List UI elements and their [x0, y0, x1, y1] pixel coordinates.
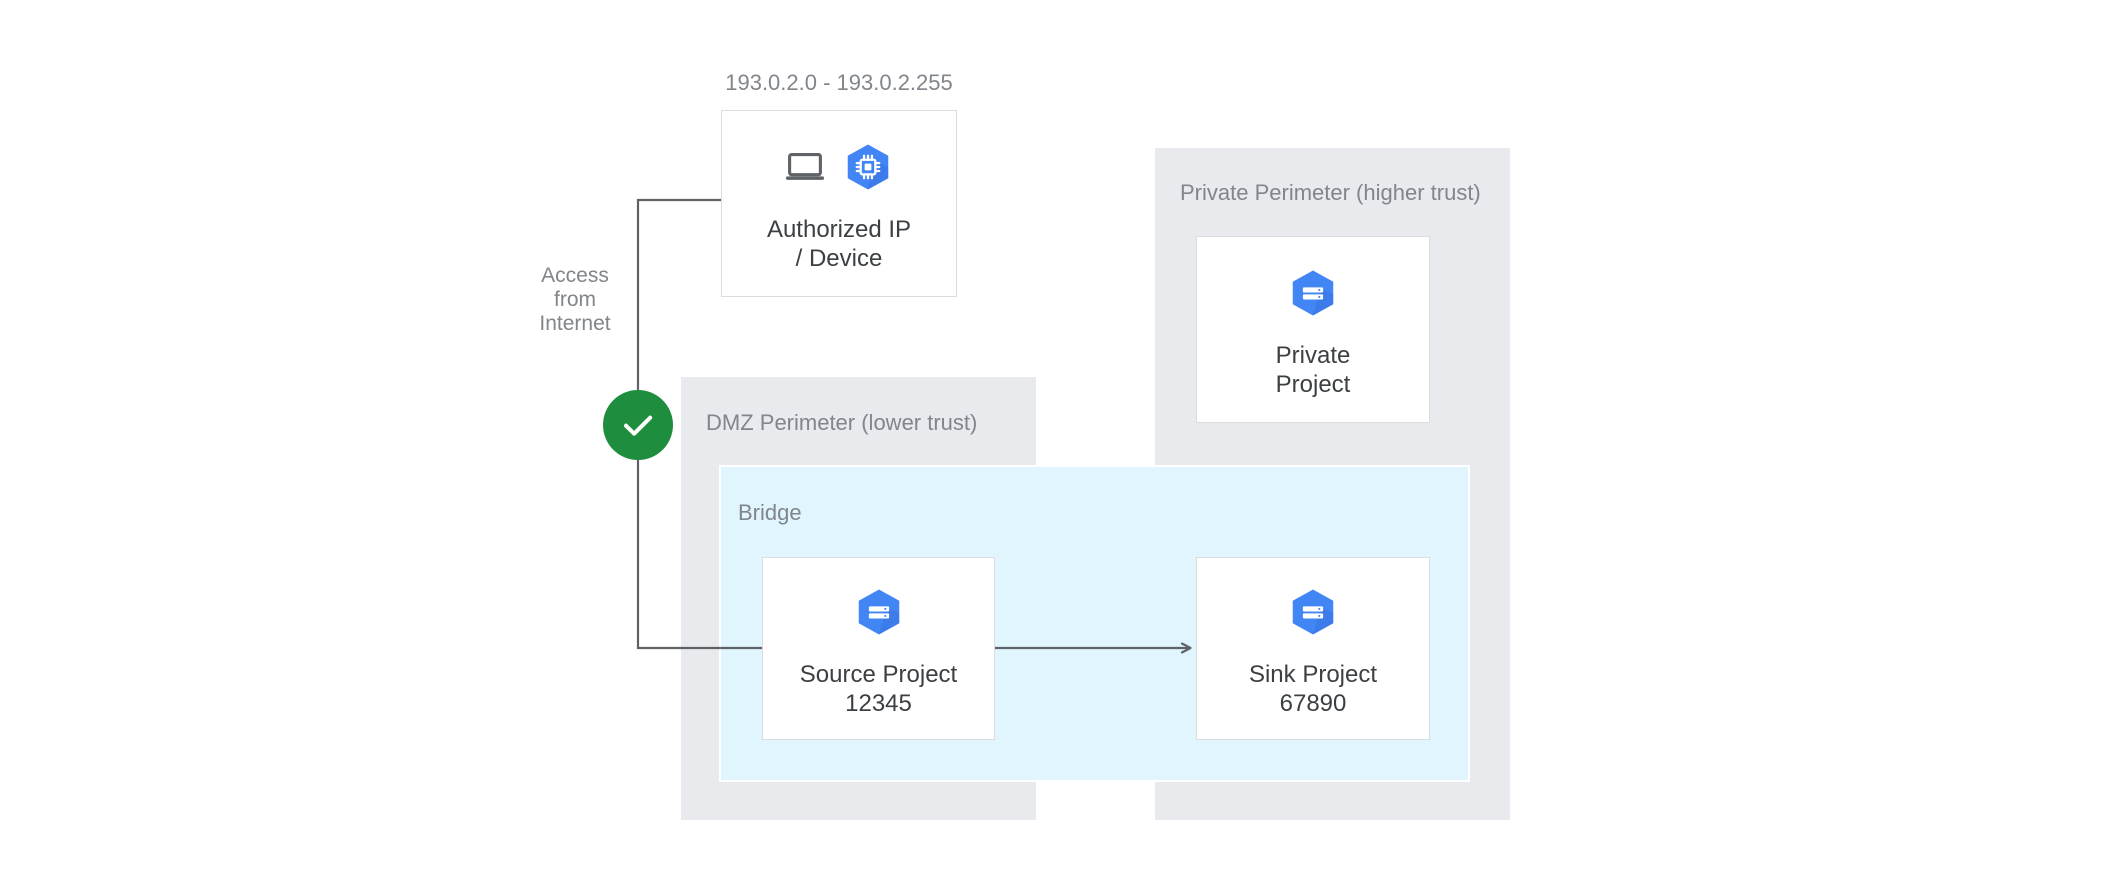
- sink-project-icons: [1286, 580, 1340, 644]
- bridge-label: Bridge: [738, 500, 802, 525]
- authorized-device-label: Authorized IP / Device: [766, 215, 912, 272]
- sink-project-label: Sink Project 67890: [1248, 660, 1378, 717]
- project-icon: [858, 589, 899, 634]
- compute-engine-icon: [847, 144, 889, 189]
- authorized-device-icons: [783, 135, 895, 199]
- private-project-label: Private Project: [1275, 341, 1351, 398]
- sink-project-card[interactable]: Sink Project 67890: [1196, 557, 1430, 740]
- source-project-icons: [852, 580, 906, 644]
- dmz-perimeter-label: DMZ Perimeter (lower trust): [706, 410, 978, 435]
- check-icon: [624, 415, 653, 436]
- laptop-icon: [785, 152, 825, 180]
- project-icon: [1292, 270, 1334, 315]
- source-project-label: Source Project 12345: [799, 660, 958, 717]
- source-project-card[interactable]: Source Project 12345: [762, 557, 995, 740]
- private-project-card[interactable]: Private Project: [1196, 236, 1430, 423]
- ip-range-label: 193.0.2.0 - 193.0.2.255: [725, 70, 953, 95]
- authorized-device-card[interactable]: Authorized IP / Device: [721, 110, 957, 297]
- allow-check-badge: [603, 390, 673, 460]
- private-perimeter-label: Private Perimeter (higher trust): [1180, 180, 1481, 205]
- project-icon: [1292, 589, 1334, 634]
- access-from-internet-label: Access from Internet: [539, 264, 611, 335]
- private-project-icons: [1286, 261, 1340, 325]
